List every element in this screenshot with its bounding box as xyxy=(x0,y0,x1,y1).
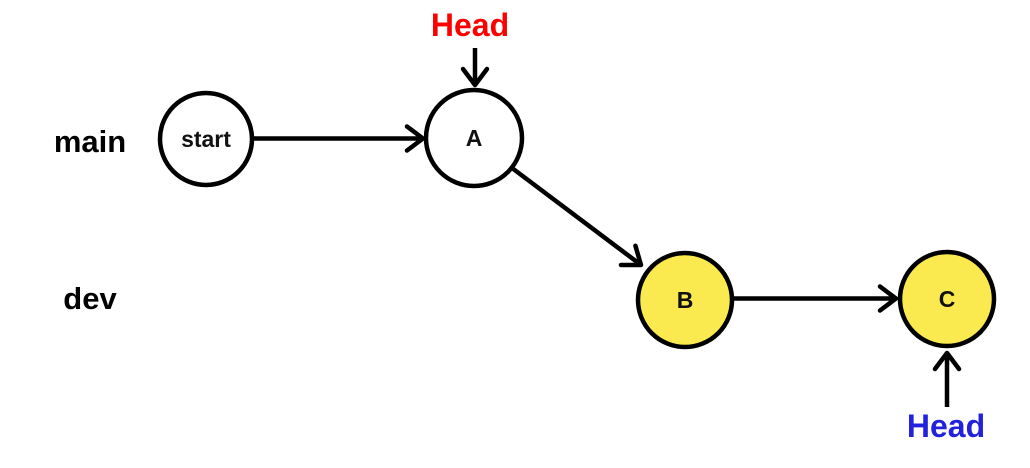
commit-circle-start xyxy=(157,90,255,188)
edge-a-to-b xyxy=(510,166,644,268)
head-label-main: Head xyxy=(431,7,509,43)
branch-label-main: main xyxy=(54,124,126,159)
commit-edges xyxy=(252,124,899,313)
head-pointer-dev: Head xyxy=(907,350,985,444)
head-label-dev: Head xyxy=(907,408,985,444)
commit-label-c: C xyxy=(939,286,956,312)
branch-label-dev: dev xyxy=(63,281,117,316)
head-pointer-main: Head xyxy=(431,7,509,88)
commit-node-start: start xyxy=(157,90,255,188)
commit-circle-a xyxy=(423,87,525,189)
commit-circle-c xyxy=(897,249,997,349)
commit-label-a: A xyxy=(466,125,483,151)
commit-node-a: A xyxy=(423,87,525,189)
commit-label-start: start xyxy=(181,126,231,152)
commit-circle-b xyxy=(635,250,735,350)
commit-node-c: C xyxy=(897,249,997,349)
branch-labels: main dev xyxy=(54,124,126,316)
commit-node-b: B xyxy=(635,250,735,350)
commit-label-b: B xyxy=(677,287,694,313)
